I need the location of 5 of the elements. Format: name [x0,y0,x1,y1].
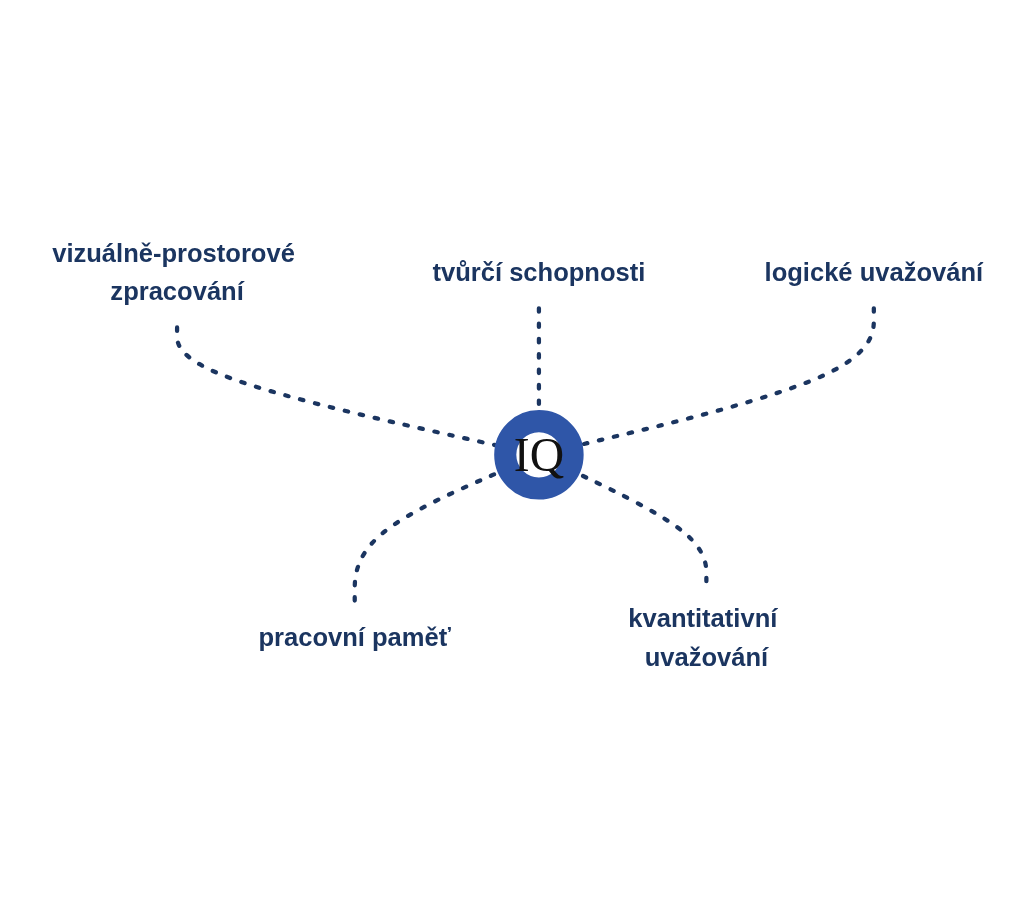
node-text: kvantitativní uvažování [628,603,778,671]
node-text: vizuálně-prostorové zpracování [52,238,295,306]
node-text: pracovní paměť [258,623,451,652]
node-text: logické uvažování [764,257,984,286]
node-text: tvůrčí schopnosti [432,257,646,286]
